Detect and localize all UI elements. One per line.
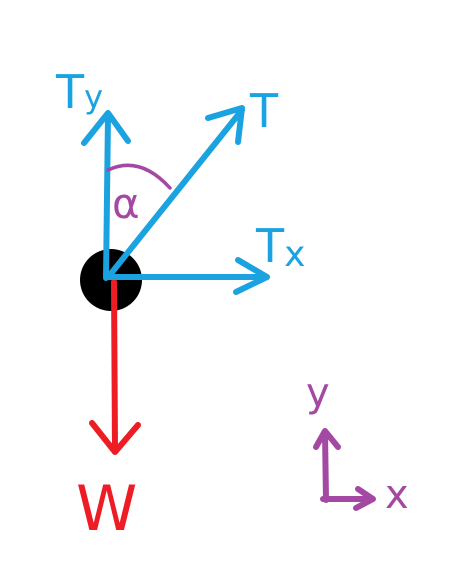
angle-label: α xyxy=(112,179,140,228)
tension-label: T xyxy=(249,84,279,138)
weight-label: W xyxy=(76,472,137,545)
tension-x-label: Tx xyxy=(255,219,305,275)
weight-vector xyxy=(89,279,141,455)
tension-y-vector xyxy=(81,110,131,281)
tension-x-vector xyxy=(104,257,270,295)
angle-arc xyxy=(106,163,172,190)
tension-y-label: Ty xyxy=(55,65,103,119)
tension-vector xyxy=(106,105,245,279)
coordinate-axes xyxy=(313,428,376,511)
axis-y-label: y xyxy=(306,370,330,416)
axis-x-label: x xyxy=(385,472,409,518)
